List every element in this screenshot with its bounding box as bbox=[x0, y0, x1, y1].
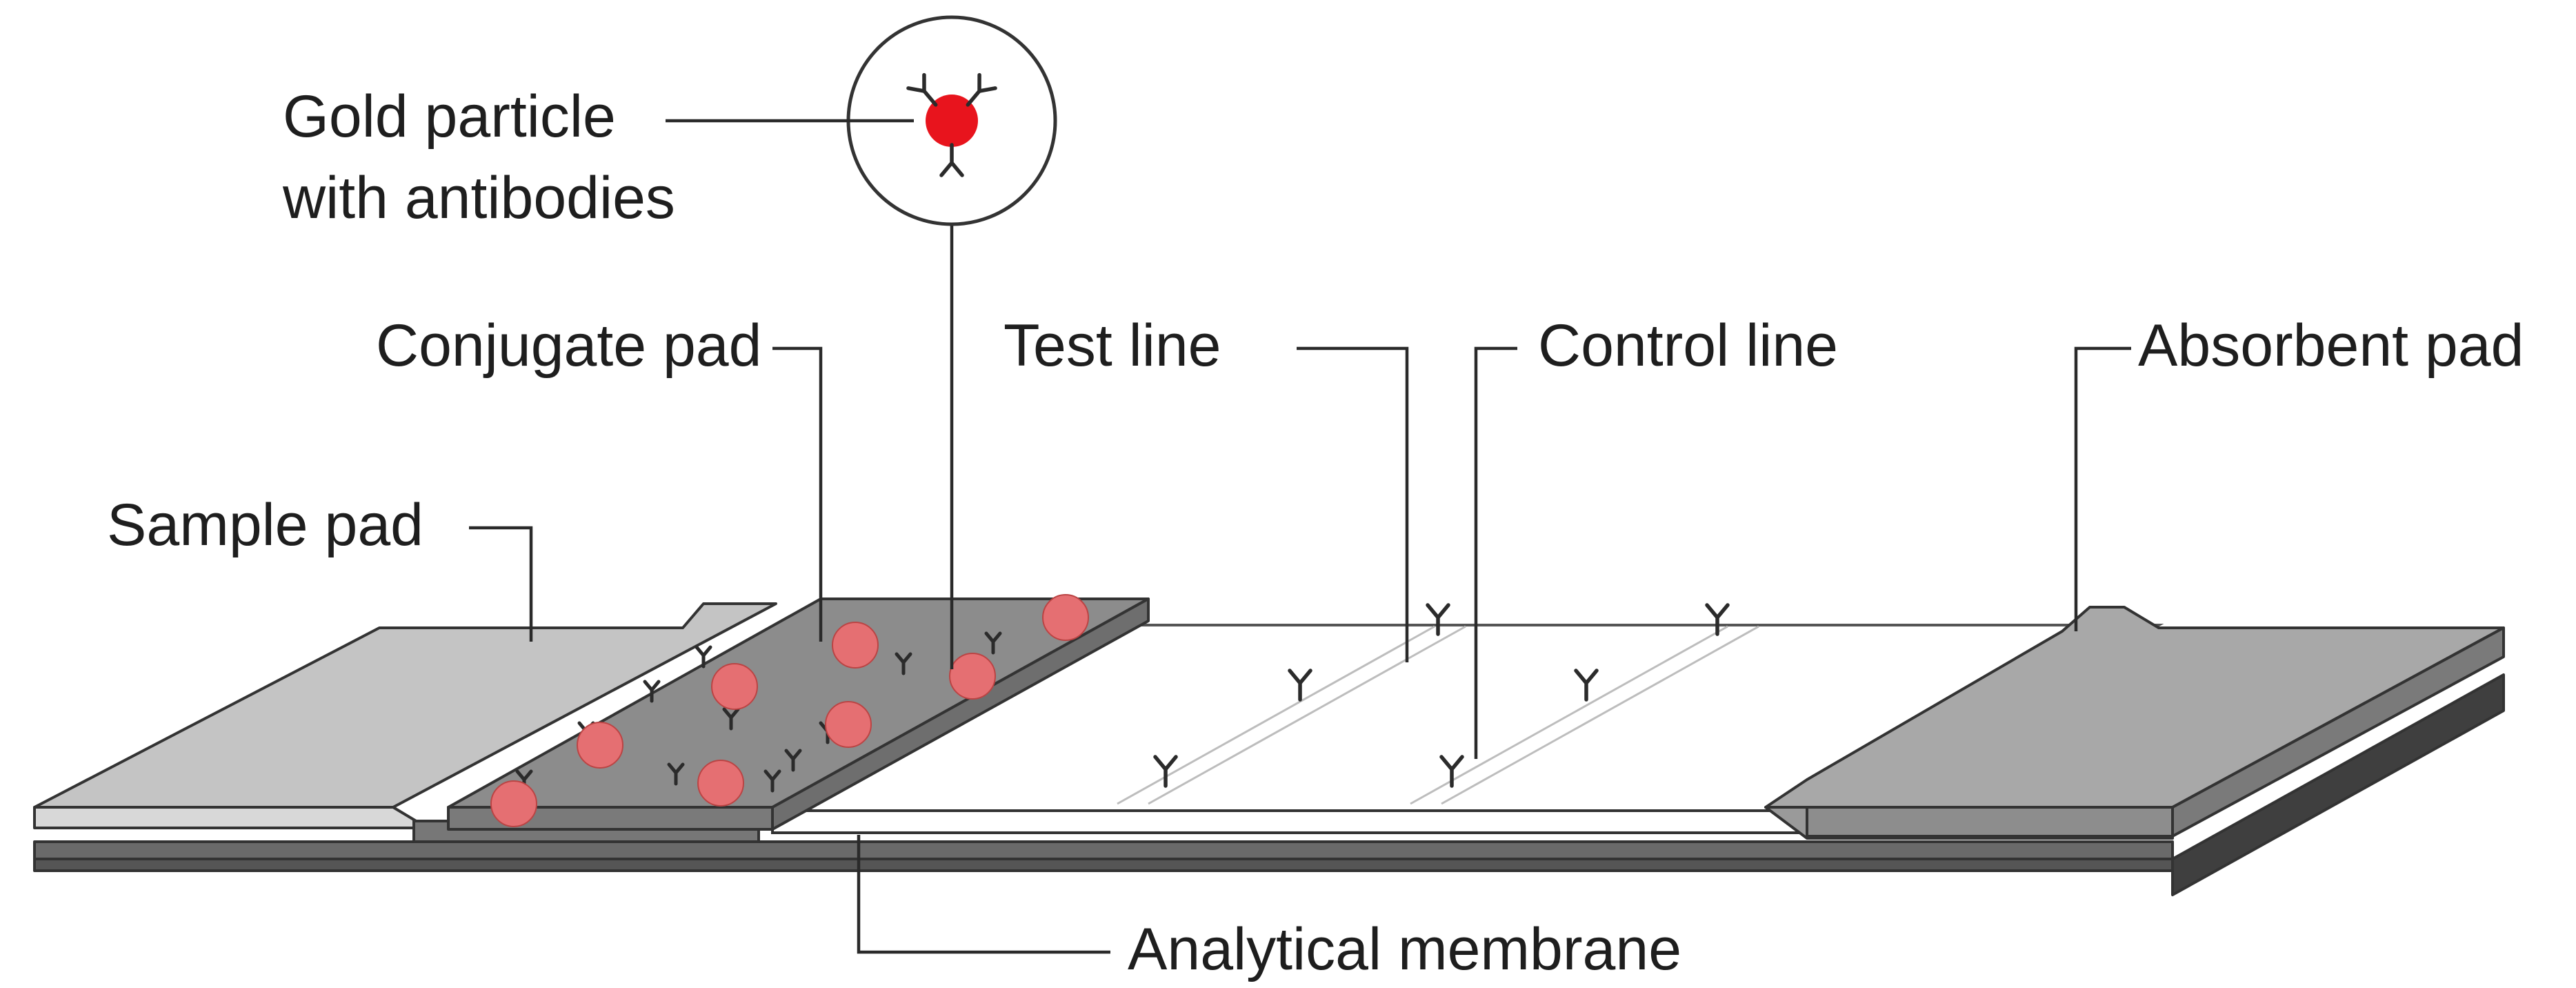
absorbent-pad-label: Absorbent pad bbox=[2138, 313, 2524, 379]
antibody-y-icon bbox=[1439, 755, 1464, 788]
gold-particle-icon bbox=[1042, 594, 1089, 641]
leader-lines bbox=[469, 119, 2131, 954]
antibody-y-icon bbox=[784, 749, 802, 772]
antibody-y-icon bbox=[1705, 603, 1730, 636]
antibody-y-icon bbox=[763, 769, 781, 793]
test-line-stripe bbox=[1117, 625, 1466, 805]
analytical-membrane-label: Analytical membrane bbox=[1128, 916, 1681, 982]
antibody-y-icon bbox=[1426, 603, 1450, 636]
backing-card bbox=[33, 673, 2505, 896]
antibody-y-icon bbox=[1574, 669, 1599, 702]
conjugate-pad bbox=[412, 594, 1150, 843]
antibody-y-icon bbox=[643, 680, 661, 703]
analytical-membrane bbox=[771, 603, 2164, 834]
antibody-y-icon bbox=[966, 72, 997, 107]
gold-particle-label-line2: with antibodies bbox=[282, 165, 675, 231]
gold-particle-label-line1: Gold particle bbox=[283, 83, 616, 150]
gold-particle-icon bbox=[577, 722, 623, 769]
antibody-y-icon bbox=[695, 645, 712, 669]
antibody-y-icon bbox=[722, 707, 740, 731]
gold-particle-icon bbox=[711, 663, 758, 710]
control-line-label: Control line bbox=[1538, 313, 1838, 379]
conjugate-pad-label: Conjugate pad bbox=[376, 313, 761, 379]
gold-particle-icon bbox=[825, 701, 872, 748]
antibody-y-icon bbox=[895, 652, 912, 675]
gold-particle-icon bbox=[490, 780, 537, 827]
absorbent-pad bbox=[1764, 606, 2505, 840]
antibody-y-icon bbox=[1288, 669, 1312, 702]
antibody-y-icon bbox=[984, 631, 1002, 655]
antibody-y-icon bbox=[906, 72, 938, 107]
antibody-y-icon bbox=[667, 762, 685, 786]
gold-particle-icon bbox=[697, 760, 744, 807]
sample-pad-label: Sample pad bbox=[107, 492, 423, 558]
test-line-label: Test line bbox=[1004, 313, 1221, 379]
sample-pad bbox=[33, 602, 777, 829]
antibody-y-icon bbox=[1153, 755, 1178, 788]
antibody-y-icon bbox=[939, 143, 964, 177]
gold-particle-icon bbox=[926, 95, 978, 147]
gold-particle-icon bbox=[832, 622, 879, 669]
control-line-stripe bbox=[1410, 625, 1759, 805]
gold-particle-icon bbox=[949, 653, 996, 700]
